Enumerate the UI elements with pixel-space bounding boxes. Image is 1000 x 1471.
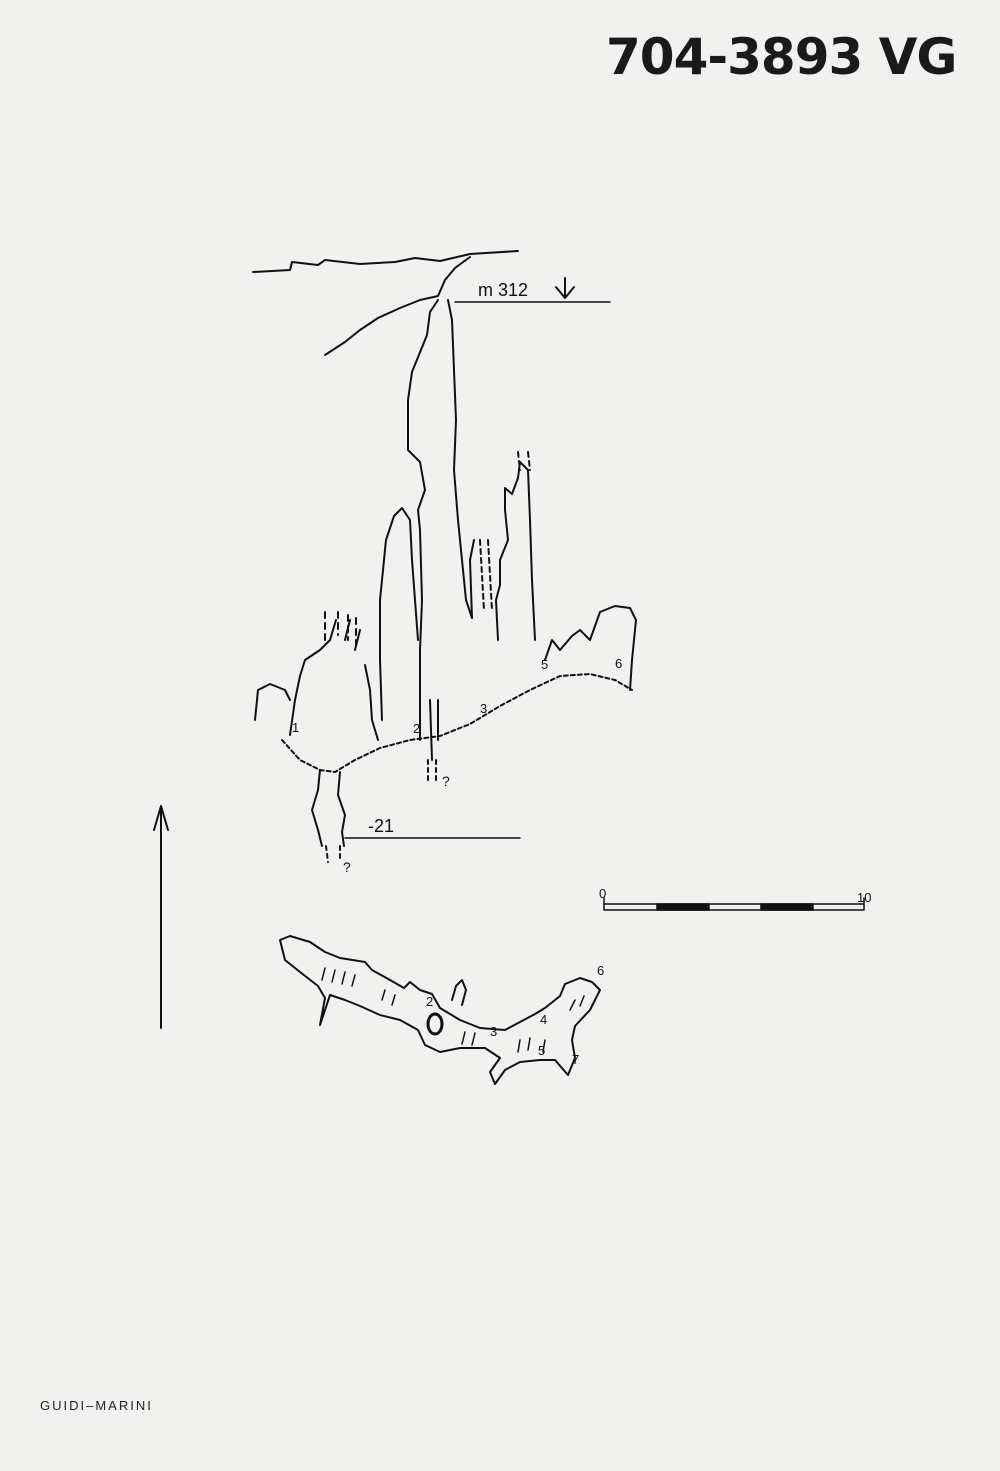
north-arrow-icon	[153, 805, 169, 1029]
middle-chimney	[479, 539, 493, 611]
depth-label: -21	[368, 816, 394, 836]
section-station-6: 6	[615, 656, 622, 671]
right-chimney	[495, 461, 536, 641]
plan-shaft-opening	[426, 1012, 444, 1036]
ground-surface-line	[252, 250, 519, 273]
left-ledge	[254, 683, 291, 721]
authors-credit: GUIDI–MARINI	[40, 1398, 153, 1413]
main-shaft-left-wall	[407, 299, 439, 741]
left-chamber-outline	[289, 619, 379, 741]
scale-end-label: 10	[857, 890, 871, 905]
left-chimney	[379, 507, 419, 721]
survey-code-title: 704-3893 VG	[606, 28, 957, 86]
left-chamber-dashed-tops	[324, 611, 357, 651]
plan-side-chamber	[451, 979, 467, 1006]
shaft-dashed-continuation	[427, 759, 437, 781]
main-shaft-right-wall	[447, 299, 475, 619]
plan-station-4: 4	[540, 1012, 547, 1027]
entrance-elevation-label: m 312	[478, 280, 528, 300]
right-chamber-outline	[544, 605, 637, 691]
down-arrow-icon	[555, 277, 575, 299]
lower-pit-dashed-continuation	[325, 845, 341, 863]
section-station-5: 5	[541, 657, 548, 672]
plan-station-7: 7	[572, 1052, 579, 1067]
section-station-3: 3	[480, 701, 487, 716]
unknown-continuation-label-2: ?	[343, 859, 351, 875]
plan-view-outline	[279, 935, 601, 1085]
lower-pit-outline	[311, 769, 346, 847]
gallery-floor	[281, 673, 633, 773]
section-station-1: 1	[292, 720, 299, 735]
plan-station-3: 3	[490, 1024, 497, 1039]
right-chimney-dashed-top	[517, 451, 531, 471]
section-station-2: 2	[413, 721, 420, 736]
scale-bar	[603, 897, 865, 911]
shaft-lower-walls	[429, 699, 439, 761]
plan-station-6: 6	[597, 963, 604, 978]
unknown-continuation-label-1: ?	[442, 773, 450, 789]
slope-line	[324, 256, 471, 356]
scale-start-label: 0	[599, 886, 606, 901]
plan-hatching	[321, 967, 585, 1053]
plan-station-5: 5	[538, 1043, 545, 1058]
plan-station-2: 2	[426, 994, 433, 1009]
